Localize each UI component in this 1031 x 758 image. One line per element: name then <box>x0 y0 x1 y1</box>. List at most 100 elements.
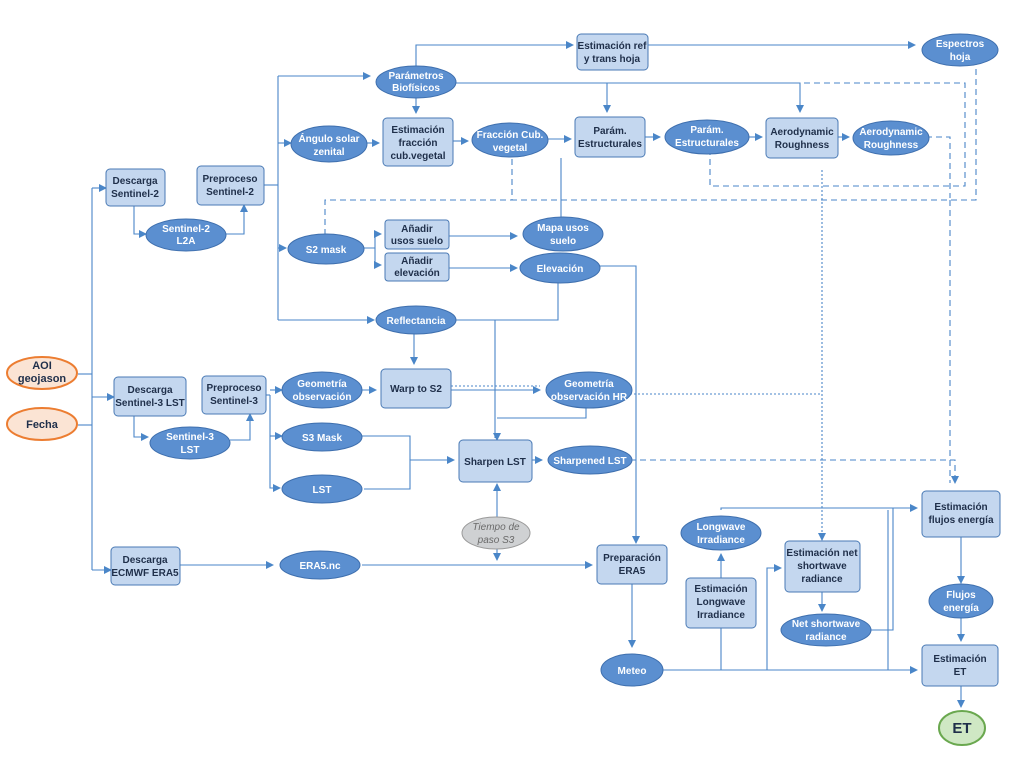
product-geometria-hr-l2: observación HR <box>551 392 628 403</box>
box-param-estructurales[interactable]: Parám. Estructurales <box>574 116 646 158</box>
product-reflectancia[interactable]: Reflectancia <box>375 305 457 335</box>
product-s2-l2a-l1: Sentinel-2 <box>162 224 210 235</box>
box-aerodynamic-roughness[interactable]: Aerodynamic Roughness <box>765 117 839 159</box>
box-estimacion-et[interactable]: Estimación ET <box>921 644 999 687</box>
product-s3-l1: Sentinel-3 <box>166 432 214 443</box>
box-estimacion-flujos-l2: flujos energía <box>928 515 993 526</box>
product-aerodynamic-roughness[interactable]: Aerodynamic Roughness <box>852 120 930 156</box>
box-estimacion-flujos[interactable]: Estimación flujos energía <box>921 490 1001 538</box>
product-geometria-observacion[interactable]: Geometría observación <box>281 371 363 409</box>
box-descarga-sentinel-3[interactable]: Descarga Sentinel-3 LST <box>113 376 187 417</box>
product-mapa-usos-suelo[interactable]: Mapa usos suelo <box>522 216 604 252</box>
box-preproceso-sentinel-3-l1: Preproceso <box>206 383 261 394</box>
input-aoi-label-1: AOI <box>32 360 52 372</box>
product-parametros-biofisicos[interactable]: Parámetros Biofísicos <box>375 65 457 99</box>
box-descarga-era5-l2: ECMWF ERA5 <box>111 568 179 579</box>
box-warp-to-s2[interactable]: Warp to S2 <box>380 368 452 409</box>
box-param-estructurales-l2: Estructurales <box>578 139 642 150</box>
input-aoi[interactable]: AOI geojason <box>6 356 78 390</box>
product-geometria-hr-l1: Geometría <box>564 379 614 390</box>
connectors <box>78 41 977 708</box>
product-elevacion-label: Elevación <box>537 264 584 275</box>
box-estimacion-fraccion-l2: fracción <box>399 138 438 149</box>
box-preproceso-sentinel-3[interactable]: Preproceso Sentinel-3 <box>201 375 267 415</box>
product-longwave-l1: Longwave <box>697 522 746 533</box>
product-era5-nc[interactable]: ERA5.nc <box>279 550 361 580</box>
product-s2-l2a-l2: L2A <box>177 236 196 247</box>
product-flujos-energia[interactable]: Flujos energía <box>928 583 994 619</box>
product-angulo-l1: Ángulo solar <box>298 132 359 145</box>
product-espectros-hoja[interactable]: Espectros hoja <box>921 33 999 67</box>
product-parametros-l2: Biofísicos <box>392 83 440 94</box>
box-anadir-usos-l1: Añadir <box>401 224 433 235</box>
product-geometria-l1: Geometría <box>297 379 347 390</box>
box-descarga-sentinel-2-l1: Descarga <box>112 176 157 187</box>
box-estimacion-et-l1: Estimación <box>933 654 986 665</box>
product-mapa-usos-l2: suelo <box>550 236 576 247</box>
product-flujos-l1: Flujos <box>946 590 976 601</box>
box-descarga-era5-l1: Descarga <box>122 555 167 566</box>
box-estimacion-net-sw-l3: radiance <box>801 574 843 585</box>
box-anadir-elevacion[interactable]: Añadir elevación <box>384 252 450 282</box>
output-et-label: ET <box>952 720 971 737</box>
product-s3-mask-label: S3 Mask <box>302 433 342 444</box>
product-fraccion-l2: vegetal <box>493 143 528 154</box>
product-sentinel-2-l2a[interactable]: Sentinel-2 L2A <box>145 218 227 252</box>
box-preproceso-sentinel-3-l2: Sentinel-3 <box>210 396 258 407</box>
product-tiempo-l2: paso S3 <box>477 535 515 546</box>
box-estimacion-longwave-l2: Longwave <box>697 597 746 608</box>
product-lst[interactable]: LST <box>281 474 363 504</box>
product-sentinel-3-lst[interactable]: Sentinel-3 LST <box>149 426 231 460</box>
product-meteo-label: Meteo <box>618 666 647 677</box>
box-anadir-usos-suelo[interactable]: Añadir usos suelo <box>384 219 450 250</box>
box-estimacion-longwave-l3: Irradiance <box>697 610 745 621</box>
box-descarga-sentinel-2[interactable]: Descarga Sentinel-2 <box>105 168 166 207</box>
input-fecha[interactable]: Fecha <box>6 407 78 441</box>
box-descarga-sentinel-3-l2: Sentinel-3 LST <box>115 398 184 409</box>
product-geometria-observacion-hr[interactable]: Geometría observación HR <box>545 371 633 409</box>
box-estimacion-ref[interactable]: Estimación ref y trans hoja <box>576 33 649 71</box>
box-preproceso-sentinel-2-l2: Sentinel-2 <box>206 187 254 198</box>
box-preparacion-era5[interactable]: Preparación ERA5 <box>596 544 668 585</box>
product-geometria-l2: observación <box>293 392 352 403</box>
box-descarga-era5[interactable]: Descarga ECMWF ERA5 <box>110 546 181 586</box>
product-espectros-l1: Espectros <box>936 39 985 50</box>
product-param-estructurales[interactable]: Parám. Estructurales <box>664 119 750 155</box>
product-angulo-l2: zenital <box>313 147 344 158</box>
product-angulo-solar[interactable]: Ángulo solar zenital <box>290 125 368 163</box>
product-s2-mask-label: S2 mask <box>306 245 347 256</box>
product-param-estructurales-l1: Parám. <box>690 125 724 136</box>
product-meteo[interactable]: Meteo <box>600 653 664 687</box>
box-descarga-sentinel-3-l1: Descarga <box>127 385 172 396</box>
box-estimacion-fraccion-l3: cub.vegetal <box>390 151 445 162</box>
box-param-estructurales-l1: Parám. <box>593 126 627 137</box>
output-et[interactable]: ET <box>938 710 986 746</box>
product-longwave-irradiance[interactable]: Longwave Irradiance <box>680 515 762 551</box>
box-warp-label: Warp to S2 <box>390 384 442 395</box>
box-estimacion-net-shortwave[interactable]: Estimación net shortwave radiance <box>784 540 861 593</box>
box-estimacion-longwave[interactable]: Estimación Longwave Irradiance <box>685 577 757 629</box>
product-reflectancia-label: Reflectancia <box>387 316 446 327</box>
product-fraccion-l1: Fracción Cub. <box>477 130 544 141</box>
box-estimacion-longwave-l1: Estimación <box>694 584 747 595</box>
box-preproceso-sentinel-2[interactable]: Preproceso Sentinel-2 <box>196 165 265 206</box>
product-fraccion-cub-vegetal[interactable]: Fracción Cub. vegetal <box>471 122 549 158</box>
box-estimacion-fraccion[interactable]: Estimación fracción cub.vegetal <box>382 117 454 167</box>
product-sharpened-lst[interactable]: Sharpened LST <box>547 445 633 475</box>
product-net-sw-l1: Net shortwave <box>792 619 861 630</box>
product-s2-mask[interactable]: S2 mask <box>287 233 365 265</box>
input-fecha-label: Fecha <box>26 419 59 431</box>
product-param-estructurales-l2: Estructurales <box>675 138 739 149</box>
product-elevacion[interactable]: Elevación <box>519 252 601 284</box>
box-estimacion-ref-l2: y trans hoja <box>584 54 641 65</box>
product-aerodynamic-l1: Aerodynamic <box>859 127 923 138</box>
box-estimacion-et-l2: ET <box>954 667 967 678</box>
product-s3-mask[interactable]: S3 Mask <box>281 422 363 452</box>
product-tiempo-de-paso-s3[interactable]: Tiempo de paso S3 <box>461 516 531 550</box>
product-aerodynamic-l2: Roughness <box>864 140 919 151</box>
box-anadir-elevacion-l2: elevación <box>394 268 440 279</box>
box-estimacion-net-sw-l2: shortwave <box>797 561 847 572</box>
product-net-shortwave-radiance[interactable]: Net shortwave radiance <box>780 613 872 647</box>
box-sharpen-lst[interactable]: Sharpen LST <box>458 439 533 483</box>
